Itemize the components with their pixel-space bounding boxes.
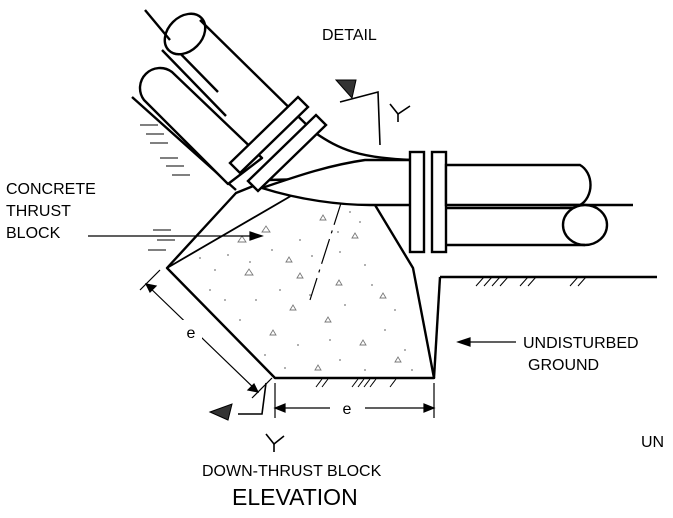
concrete-label-line1: CONCRETE [6,181,96,198]
concrete-label-line2: THRUST [6,203,71,220]
leader-undisturbed [456,337,516,347]
title-label: ELEVATION [232,484,358,510]
undisturbed-label-cut: UN [641,434,664,451]
leader-concrete [88,231,264,241]
undisturbed-label-line2: GROUND [528,357,599,374]
pipe-flange-horizontal [408,150,448,254]
pipe-elbow [258,131,414,207]
subtitle-label: DOWN-THRUST BLOCK [202,463,382,480]
concrete-dots [199,211,413,371]
ground-hatching [140,124,587,388]
detail-label: DETAIL [322,27,377,44]
dimension-bottom [273,383,436,418]
dim-e-slant-label: e [187,325,196,342]
concrete-label-line3: BLOCK [6,225,61,242]
pipe-flange-sloped [228,95,328,193]
section-marker-top [334,79,411,146]
undisturbed-label-line1: UNDISTURBED [523,335,639,352]
section-marker-bottom [208,382,285,452]
concrete-stipple [237,192,402,371]
dim-slant-gap [180,320,202,342]
pipe-horizontal [444,163,633,247]
pipe-upper [138,9,264,186]
dim-e-bottom-label: e [343,401,352,418]
section-centerline [309,199,343,301]
